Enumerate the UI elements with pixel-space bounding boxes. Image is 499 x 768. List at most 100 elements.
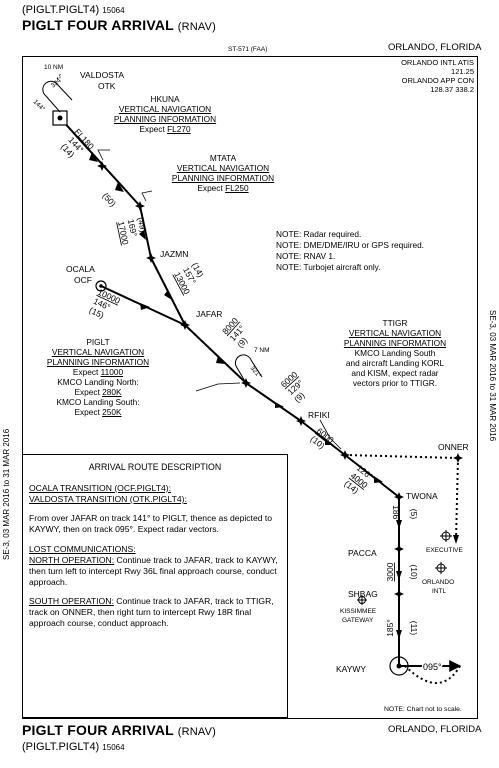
ocala-transition: OCALA TRANSITION (OCF.PIGLT4): [29, 483, 171, 493]
vector-onner-south [455, 457, 459, 541]
approach-label: ORLANDO APP CON [401, 76, 474, 85]
ttigr-line1: VERTICAL NAVIGATION [348, 328, 442, 338]
leg9-course: 186° [391, 505, 401, 523]
ttigr-name: TTIGR [382, 318, 408, 328]
otk-vor-icon [52, 110, 68, 126]
leg3-course: 169° [126, 218, 139, 237]
executive-airport-icon [440, 530, 452, 542]
kaywy-vor-icon [389, 656, 409, 676]
ttigr-text1: KMCO Landing South [354, 348, 436, 358]
hkuna-waypoint-icon [97, 161, 107, 171]
ocf-vor-icon [95, 280, 107, 292]
vector-ttigr-onner [344, 454, 459, 459]
rnav-label: (RNAV) [177, 21, 217, 33]
ttigr-text4: vectors prior to TTIGR. [352, 378, 438, 388]
route-mtata-jazmn [139, 205, 152, 259]
piglt-name: PIGLT [86, 337, 110, 347]
mtata-name: MTATA [209, 153, 237, 163]
jazmn-waypoint-icon [146, 253, 156, 263]
footer-rnav: (RNAV) [177, 726, 217, 738]
shbag-waypoint-icon [394, 589, 404, 599]
hkuna-planning-info: HKUNA VERTICAL NAVIGATION PLANNING INFOR… [104, 94, 226, 134]
chart-frame [22, 56, 478, 719]
piglt-south-label: KMCO Landing South: [56, 397, 140, 407]
twona-label: TWONA [406, 491, 438, 501]
rfiki-waypoint-icon [296, 416, 306, 426]
comm-frequencies: ORLANDO INTL ATIS 121.25 ORLANDO APP CON… [388, 58, 474, 94]
route-otk-mtata [60, 118, 141, 207]
mtata-expect: Expect [197, 183, 223, 193]
ttigr-text3: and KISM, expect radar [351, 368, 439, 378]
leg9-distance: (5) [409, 509, 419, 520]
pacca-waypoint-icon [394, 544, 404, 554]
ocala-label: OCALA [66, 264, 95, 274]
otk-hold-outbound: 324° [49, 75, 65, 90]
footer-chart-number: 15064 [102, 743, 125, 752]
note-dme: NOTE: DME/DME/IRU or GPS required. [276, 240, 424, 250]
piglt-altitude3: 250K [102, 407, 122, 417]
piglt-hold-pattern [234, 354, 263, 384]
footer-identifier: (PIGLT.PIGLT4) 15064 [22, 741, 125, 753]
hkuna-line2: PLANNING INFORMATION [113, 114, 217, 124]
leg3-distance: (49) [136, 216, 149, 233]
ttigr-waypoint-icon [340, 450, 350, 460]
pacca-label: PACCA [348, 548, 377, 558]
piglt-altitude1: 11000 [100, 367, 124, 377]
otk-hold-pattern [42, 80, 73, 113]
piglt-altitude2: 280K [102, 387, 122, 397]
approach-frequency: 128.37 338.2 [430, 85, 474, 94]
leg10-altitude: 3000 [385, 562, 395, 581]
lost-comms-title: LOST COMMUNICATIONS: [29, 544, 136, 554]
mtata-waypoint-icon [135, 201, 145, 211]
footer-city: ORLANDO, FLORIDA [388, 724, 482, 735]
valdosta-label: VALDOSTA [80, 70, 124, 80]
kaywy-label: KAYWY [336, 664, 366, 674]
mtata-planning-info: MTATA VERTICAL NAVIGATION PLANNING INFOR… [162, 153, 284, 193]
note-radar: NOTE: Radar required. [276, 229, 362, 239]
ttigr-planning-info: TTIGR VERTICAL NAVIGATION PLANNING INFOR… [334, 318, 456, 388]
header-city: ORLANDO, FLORIDA [388, 42, 482, 53]
mtata-line1: VERTICAL NAVIGATION [176, 163, 270, 173]
leg11-course: 185° [385, 619, 395, 637]
north-operation-label: NORTH OPERATION: [29, 555, 115, 565]
south-operation-label: SOUTH OPERATION: [29, 596, 114, 606]
executive-label: EXECUTIVE [426, 547, 464, 554]
piglt-planning-info: PIGLT VERTICAL NAVIGATION PLANNING INFOR… [38, 337, 158, 417]
north-operation-text: Continue track to JAFAR, track to KAYWY,… [29, 555, 278, 587]
jafar-waypoint-icon [180, 320, 190, 330]
footer-title: PIGLT FOUR ARRIVAL (RNAV) [22, 722, 216, 738]
title-text: PIGLT FOUR ARRIVAL [22, 17, 174, 33]
note-rnav: NOTE: RNAV 1. [276, 251, 336, 261]
leg2-distance: (50) [101, 191, 119, 209]
piglt-line2: PLANNING INFORMATION [46, 357, 150, 367]
ttigr-line2: PLANNING INFORMATION [343, 338, 447, 348]
scale-note: NOTE: Chart not to scale. [384, 706, 462, 713]
ttigr-text2: and aircraft Landing KORL [345, 358, 445, 368]
chart-id: (PIGLT.PIGLT4) [22, 4, 100, 16]
piglt-hold-course: 321° [248, 364, 263, 380]
south-operation-text: Continue track to JAFAR, track to TTIGR,… [29, 596, 274, 628]
chart-notes: NOTE: Radar required. NOTE: DME/DME/IRU … [276, 229, 424, 273]
footer-title-text: PIGLT FOUR ARRIVAL [22, 722, 174, 738]
otk-hold-inbound: 144° [32, 98, 47, 113]
kissimmee-airport-icon [357, 595, 367, 605]
final-course: 095° [423, 662, 442, 672]
onner-label: ONNER [438, 442, 469, 452]
piglt-expect3: Expect [74, 407, 100, 417]
arrival-route-description: ARRIVAL ROUTE DESCRIPTION OCALA TRANSITI… [22, 454, 288, 718]
atis-frequency: 121.25 [451, 67, 474, 76]
ocf-label: OCF [74, 275, 92, 285]
piglt-north-label: KMCO Landing North: [57, 377, 139, 387]
leg3-altitude: 17000 [116, 220, 131, 245]
leg10-distance: (10) [409, 564, 419, 579]
route-piglt-rfiki [245, 382, 302, 422]
shbag-label: SHBAG [348, 589, 378, 599]
jazmn-label: JAZMN [160, 249, 188, 259]
jafar-label: JAFAR [196, 309, 222, 319]
chart-title: PIGLT FOUR ARRIVAL (RNAV) [22, 17, 216, 33]
otk-hold-distance: 10 NM [44, 64, 63, 71]
hkuna-expect: Expect [139, 124, 165, 134]
mtata-line2: PLANNING INFORMATION [171, 173, 275, 183]
valdosta-transition: VALDOSTA TRANSITION (OTK.PIGLT4): [29, 494, 187, 504]
